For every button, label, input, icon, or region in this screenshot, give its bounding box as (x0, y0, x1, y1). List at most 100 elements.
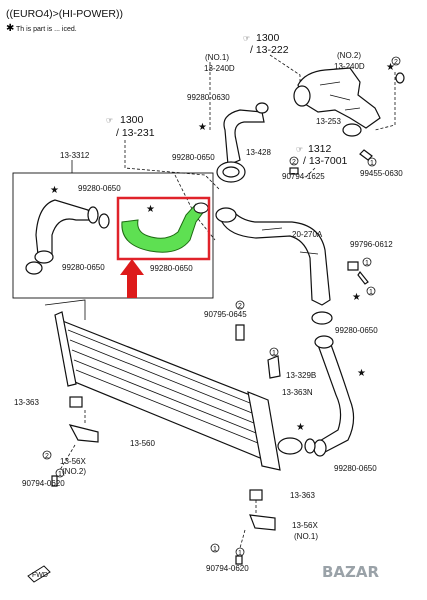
label-99280-0650-r: 99280-0650 (335, 326, 378, 335)
qty-number: 1 (213, 546, 217, 553)
intercooler-fins (67, 329, 264, 446)
pipe-detail (261, 227, 319, 255)
hose-end (193, 202, 209, 214)
label-13-363-l: 13-363 (14, 398, 39, 407)
clamp (304, 438, 316, 454)
qty-circle (289, 156, 299, 166)
bolt (395, 72, 405, 84)
qty-number: 1 (369, 289, 373, 296)
label-99280-0650-l2: 99280-0650 (62, 263, 105, 272)
header-title: ((EURO4)>(HI-POWER)) (6, 8, 123, 20)
ref-1300-top: 1300 (256, 32, 280, 44)
hose-end (314, 335, 334, 349)
watermark-text: BAZAR (322, 563, 380, 581)
label-90794-1625: 90794-1625 (282, 172, 325, 181)
bolt (359, 149, 373, 161)
header-note: Th is part is ... iced. (16, 26, 77, 33)
leader-line (239, 500, 257, 549)
label-90795-0645: 90795-0645 (204, 310, 247, 319)
gasket (342, 123, 362, 137)
leader-line (124, 140, 221, 191)
hose-top-center (223, 109, 265, 166)
label-13-56X-l: 13-56X (60, 457, 86, 466)
qty-circle (362, 257, 372, 267)
leader-line (59, 410, 86, 471)
qty-number: 2 (238, 303, 242, 310)
ref-13222: / 13-222 (250, 44, 289, 56)
clamp (25, 261, 43, 275)
clamp (98, 213, 110, 229)
ref-1312: 1312 (308, 143, 332, 155)
hose-end (313, 439, 327, 457)
label-20-270A: 20-270A (292, 230, 323, 239)
qty-circle (366, 286, 376, 296)
label-no2: (NO.2) (337, 51, 361, 60)
ref-1300-left: 1300 (120, 114, 144, 126)
inset-box-13-3312 (12, 172, 214, 299)
leader-line (374, 72, 396, 131)
label-99455-0630: 99455-0630 (360, 169, 403, 178)
star-marker: ★ (352, 292, 361, 303)
label-no1-b: (NO.1) (294, 532, 318, 541)
crossover-pipe (221, 209, 331, 306)
label-13-329B: 13-329B (286, 371, 316, 380)
bolt (357, 270, 369, 285)
label-99280-0650-l1: 99280-0650 (78, 184, 121, 193)
label-13-240D-a: 13-240D (204, 64, 235, 73)
star-marker: ★ (50, 185, 59, 196)
intercooler-outlet (277, 437, 303, 455)
star-marker: ★ (198, 122, 207, 133)
label-13-56X-b: 13-56X (292, 521, 318, 530)
qty-number: 2 (394, 59, 398, 66)
label-13-560: 13-560 (130, 439, 155, 448)
qty-circle (55, 468, 65, 478)
intercooler-tank-right (247, 391, 281, 471)
bolt (289, 167, 299, 175)
nut (347, 261, 359, 271)
ref-hand-icon: ☞ (106, 116, 113, 125)
label-no2-l: (NO.2) (62, 467, 86, 476)
hose-end (34, 250, 54, 264)
bolt (235, 555, 243, 565)
intercooler-tank-left (54, 311, 77, 387)
bracket (267, 355, 281, 379)
leader-line (269, 54, 301, 90)
hose-lower-right (317, 341, 355, 453)
star-marker: ★ (146, 204, 155, 215)
pipe-flange (293, 85, 311, 107)
label-90794-0620-b: 90794-0620 (206, 564, 249, 573)
qty-number: 2 (45, 453, 49, 460)
label-13-240D-b: 13-240D (334, 62, 365, 71)
header-mark: ✱ (6, 23, 14, 34)
hose-end (87, 206, 99, 224)
pipe-detail (319, 81, 361, 111)
ref-137001: / 13-7001 (303, 155, 348, 167)
qty-circle (269, 347, 279, 357)
clamp (255, 102, 269, 114)
qty-number: 1 (370, 160, 374, 167)
leader-line (304, 167, 316, 179)
ref-hand-icon: ☞ (296, 145, 303, 154)
qty-circle (367, 157, 377, 167)
label-99280-0650-br: 99280-0650 (334, 464, 377, 473)
rubber-mount (69, 396, 83, 408)
highlight-box (116, 196, 211, 261)
label-99280-0650-l3: 99280-0650 (150, 264, 193, 273)
label-99280-0650-mid: 99280-0650 (172, 153, 215, 162)
rubber-mount (249, 489, 263, 501)
label-99280-0630-top: 99280-0630 (187, 93, 230, 102)
qty-number: 1 (365, 260, 369, 267)
qty-number: 1 (58, 471, 62, 478)
bracket (68, 424, 99, 443)
label-13-428: 13-428 (246, 148, 271, 157)
ref-hand-icon: ☞ (243, 34, 250, 43)
qty-circle (391, 56, 401, 66)
hose-end-inner (222, 166, 240, 178)
label-no1: (NO.1) (205, 53, 229, 62)
bolt (51, 475, 58, 487)
bolt (235, 324, 245, 341)
turbo-outlet-pipe (297, 67, 381, 129)
fwd-arrow-icon (27, 565, 51, 583)
label-13-253: 13-253 (316, 117, 341, 126)
